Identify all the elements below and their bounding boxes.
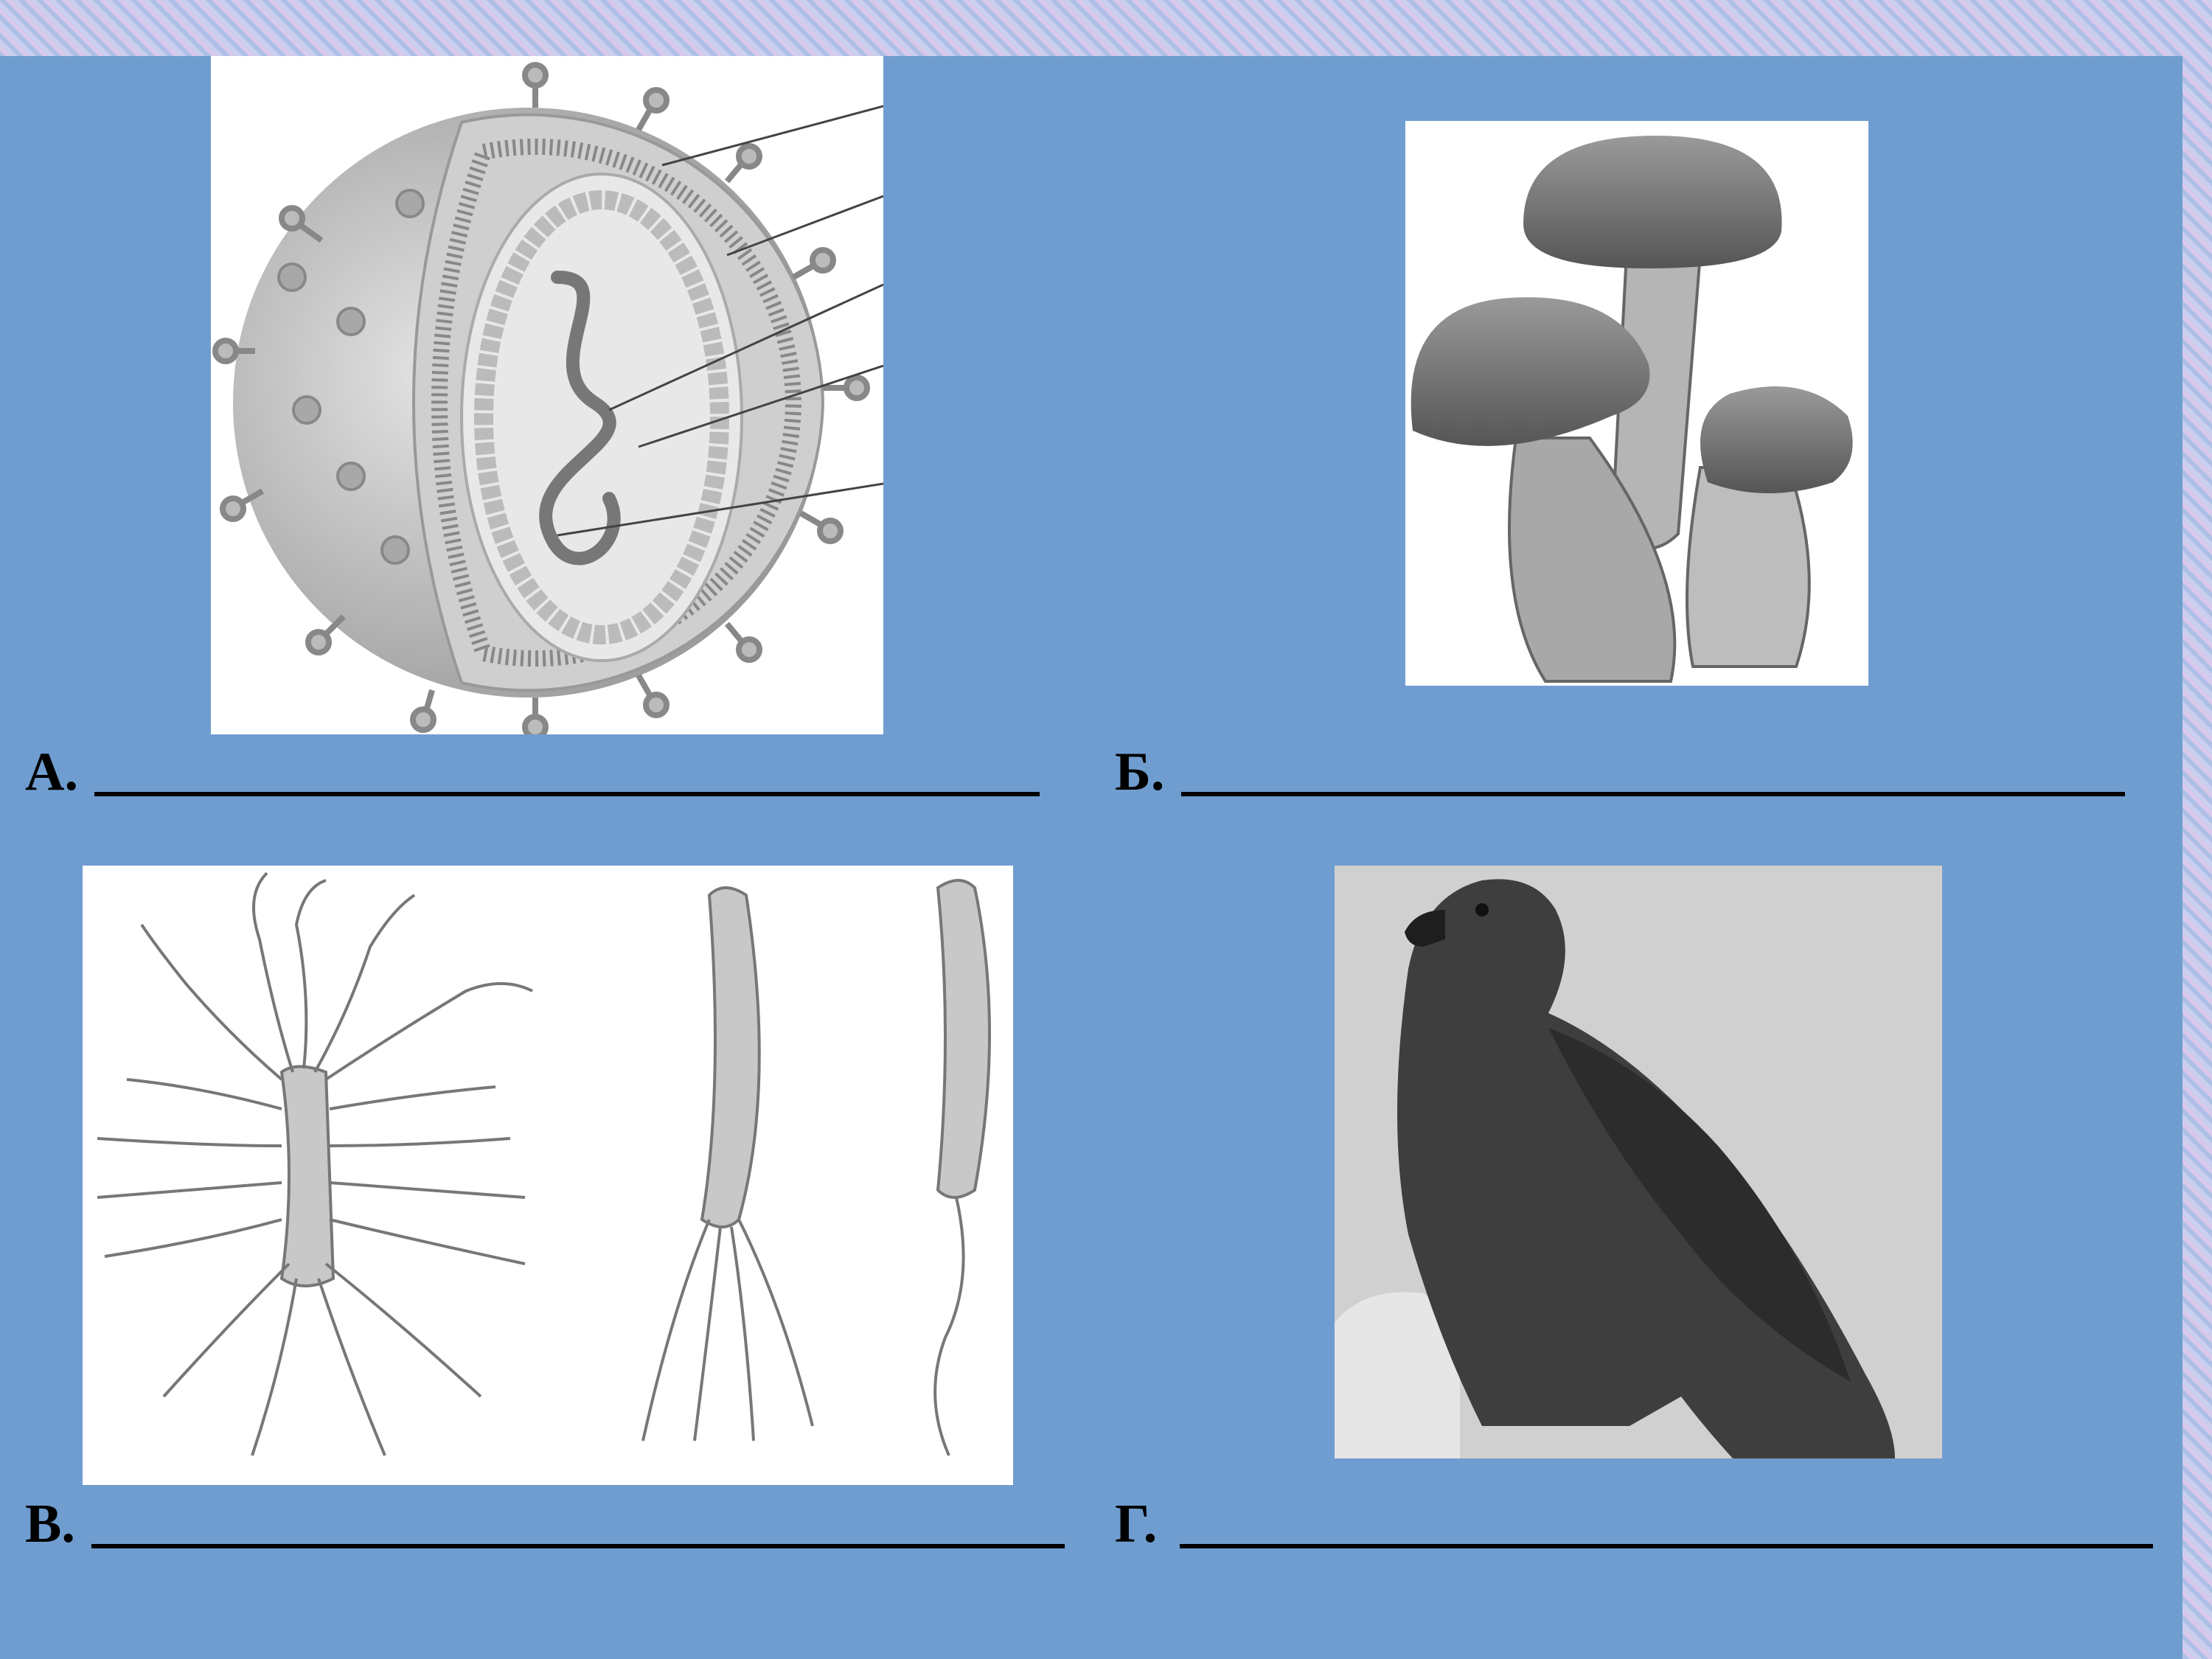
label-b: Б. xyxy=(1115,742,1165,802)
label-v: В. xyxy=(25,1494,75,1554)
answer-line-b[interactable] xyxy=(1181,792,2125,796)
virus-image xyxy=(211,56,883,734)
answer-line-v[interactable] xyxy=(91,1544,1065,1548)
label-a: А. xyxy=(25,742,78,802)
bacteria-image xyxy=(83,866,1013,1485)
label-g: Г. xyxy=(1115,1494,1158,1554)
answer-line-g[interactable] xyxy=(1180,1544,2153,1548)
answer-line-a[interactable] xyxy=(94,792,1040,796)
mushrooms-image xyxy=(1405,121,1868,686)
eagle-image xyxy=(1335,866,1942,1458)
